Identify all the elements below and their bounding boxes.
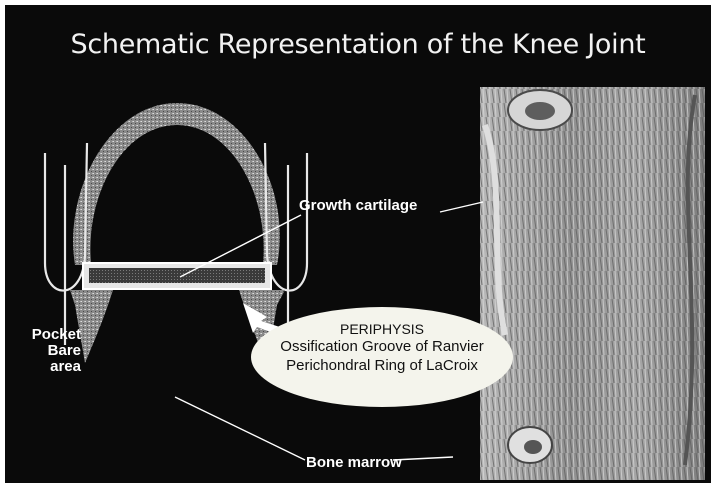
- growth-plate: [83, 263, 271, 289]
- ranvier-groove-text: Ossification Groove of Ranvier: [251, 337, 513, 356]
- periphysis-callout: PERIPHYSIS Ossification Groove of Ranvie…: [251, 307, 513, 407]
- bone-marrow-label: Bone marrow: [306, 454, 402, 471]
- growth-cartilage-label: Growth cartilage: [299, 197, 417, 214]
- lacroix-ring-text: Perichondral Ring of LaCroix: [251, 356, 513, 375]
- knee-joint-diagram: [5, 5, 711, 483]
- bare-area-label: Bare area: [17, 343, 81, 375]
- epiphysis: [73, 103, 280, 265]
- pocket-label: Pocket: [17, 327, 81, 343]
- pocket-bare-area-label: Pocket Bare area: [17, 327, 81, 375]
- periphysis-heading: PERIPHYSIS: [251, 321, 513, 337]
- histology-photo: [480, 87, 705, 480]
- slide: Schematic Representation of the Knee Joi…: [5, 5, 711, 483]
